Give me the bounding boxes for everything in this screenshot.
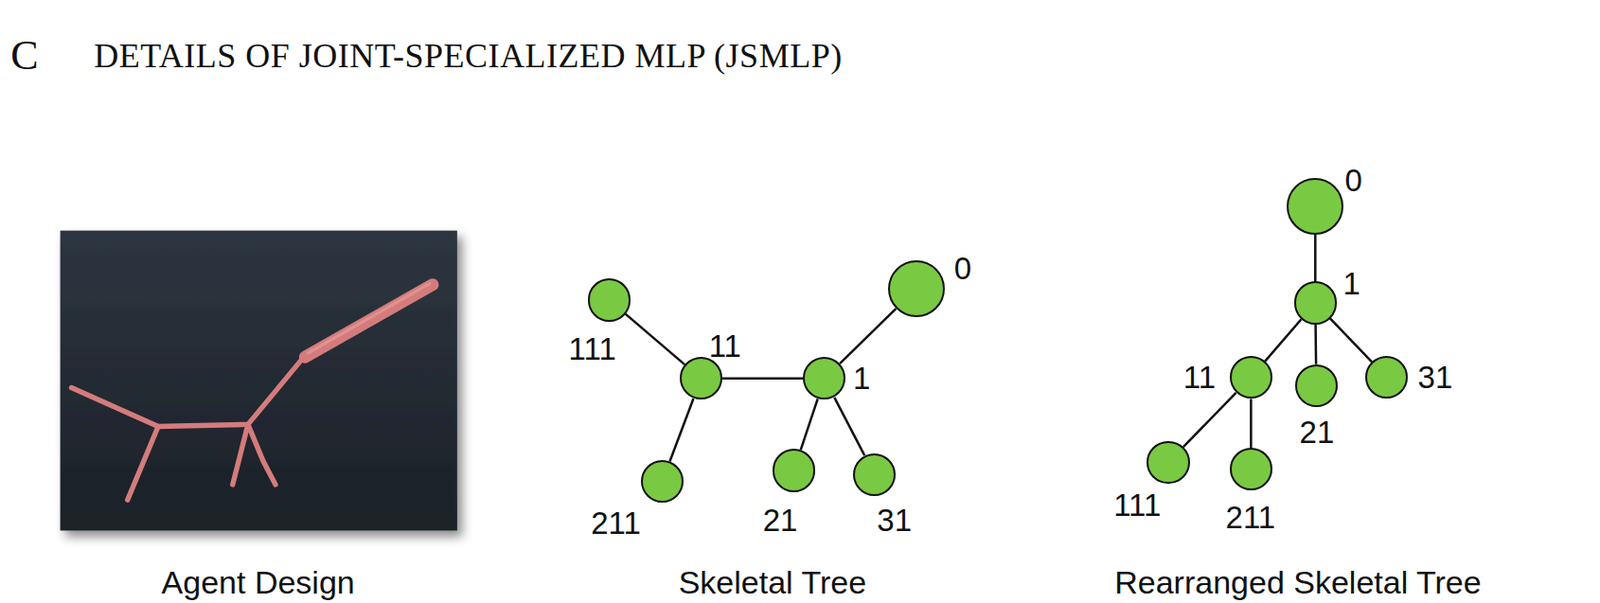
section-title: DETAILS OF JOINT-SPECIALIZED MLP (JSMLP) [93, 38, 842, 73]
joint-id: 111 [568, 333, 617, 365]
joint-id: 0 [1345, 164, 1363, 196]
tree-joint: 111 [587, 278, 631, 321]
tree-edge [722, 377, 803, 381]
tree-joint: 11 [1229, 355, 1273, 399]
joint-id: 211 [1226, 500, 1277, 533]
joint-id: 31 [876, 504, 912, 536]
tree-joint: 211 [1229, 447, 1273, 491]
tree-joint: 0 [888, 260, 945, 318]
panel-caption: Rearranged Skeletal Tree [1114, 566, 1481, 599]
joint-id: 11 [1183, 361, 1216, 393]
tree-joint: 0 [1286, 177, 1344, 235]
agent-body [71, 284, 433, 500]
joint-id: 21 [763, 504, 799, 536]
tree-joint: 21 [1295, 364, 1338, 408]
tree-edge [834, 397, 865, 456]
joint-id: 211 [590, 507, 641, 539]
tree-edge [1314, 234, 1317, 283]
tree-edge [839, 308, 896, 364]
tree-joint: 31 [1365, 355, 1408, 399]
panel-caption: Agent Design [161, 566, 356, 599]
tree-joint: 111 [1146, 441, 1190, 484]
tree-joint: 31 [853, 453, 896, 497]
tree-edge [1314, 324, 1317, 365]
joint-id: 1 [1342, 267, 1360, 300]
joint-id: 0 [954, 251, 972, 284]
joint-id: 1 [853, 362, 871, 394]
tree-edge [1249, 398, 1253, 448]
render-background [60, 231, 458, 532]
tree-edge [625, 314, 686, 366]
tree-joint: 1 [1294, 281, 1337, 324]
tree-joint: 11 [679, 356, 723, 400]
tree-edge [1330, 318, 1372, 362]
joint-id: 111 [1113, 489, 1161, 521]
joint-id: 21 [1299, 416, 1335, 448]
joint-id: 11 [709, 329, 742, 361]
tree-joint: 1 [802, 356, 846, 400]
tree-edge [669, 398, 694, 462]
tree-joint: 211 [640, 460, 684, 503]
tree-edge [1264, 319, 1301, 361]
section-number: C [10, 35, 38, 77]
tree-edge [800, 398, 818, 450]
joint-id: 31 [1418, 361, 1454, 393]
tree-joint: 21 [772, 448, 816, 492]
tree-edge [1183, 392, 1237, 447]
panel-caption: Skeletal Tree [678, 566, 867, 599]
